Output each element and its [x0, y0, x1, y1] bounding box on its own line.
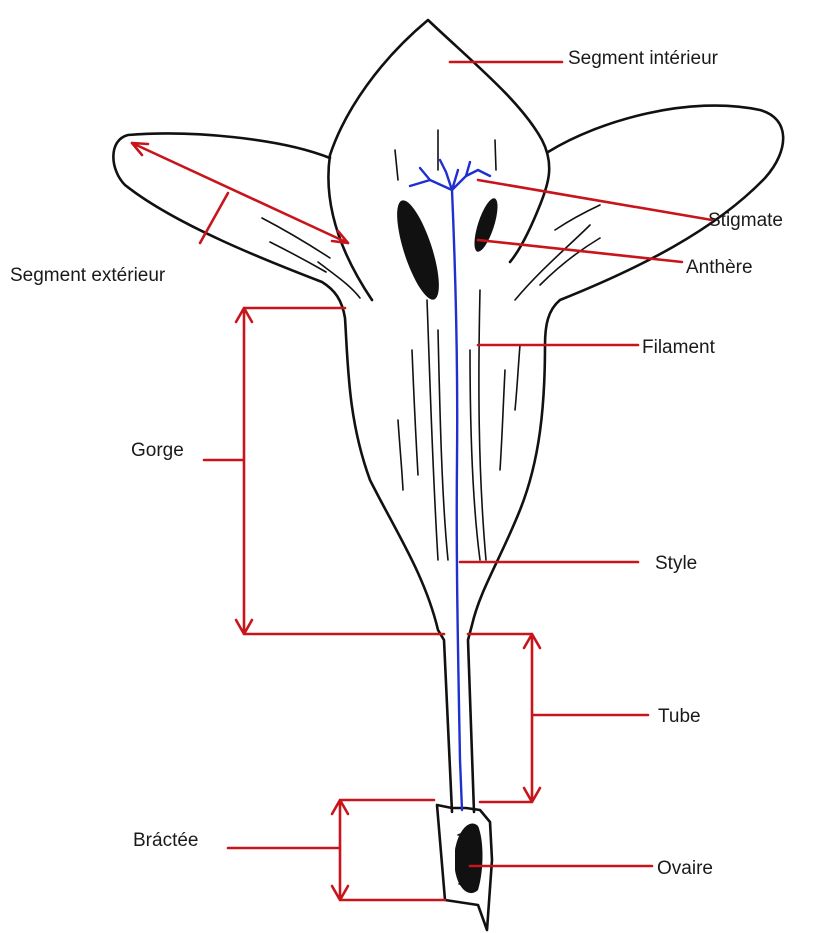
stigma-branches	[410, 160, 490, 190]
bracket-tube	[468, 634, 648, 802]
label-anthere: Anthère	[686, 257, 753, 278]
throat-line-6	[515, 345, 520, 410]
label-gorge: Gorge	[131, 440, 184, 461]
inner-segment-hatch-2	[395, 150, 398, 180]
label-filament: Filament	[642, 337, 716, 358]
annotation-lines	[132, 62, 712, 900]
inner-segment	[330, 20, 549, 262]
label-segment-exterieur: Segment extérieur	[10, 265, 166, 286]
leader-segment-exterieur-arrow	[132, 143, 348, 243]
bracket-gorge	[204, 308, 444, 634]
label-segment-interieur: Segment intérieur	[568, 48, 719, 69]
style-line	[452, 190, 462, 810]
right-anther	[470, 196, 503, 254]
throat-line-4	[398, 420, 403, 490]
throat-line-2	[479, 290, 486, 560]
throat-line-1	[427, 300, 438, 560]
inner-segment-hatch-3	[495, 140, 496, 170]
label-style: Style	[655, 553, 697, 574]
right-segment-hatch-3	[555, 205, 600, 230]
left-anther	[389, 196, 448, 304]
leader-stigmate	[478, 180, 712, 220]
left-segment-hatch-2	[270, 242, 326, 272]
label-ovaire: Ovaire	[657, 858, 713, 879]
throat-line-3	[412, 350, 418, 475]
throat-line-8	[438, 330, 448, 560]
left-segment-hatch-1	[262, 218, 330, 258]
label-bractee: Bráctée	[133, 830, 198, 851]
leader-anthere	[478, 240, 682, 262]
inner-segment-left-edge	[328, 155, 372, 300]
label-tube: Tube	[658, 706, 701, 727]
flower-drawing	[113, 20, 783, 930]
bracket-bractee	[228, 800, 445, 900]
label-stigmate: Stigmate	[708, 210, 783, 231]
throat-line-5	[500, 370, 505, 470]
